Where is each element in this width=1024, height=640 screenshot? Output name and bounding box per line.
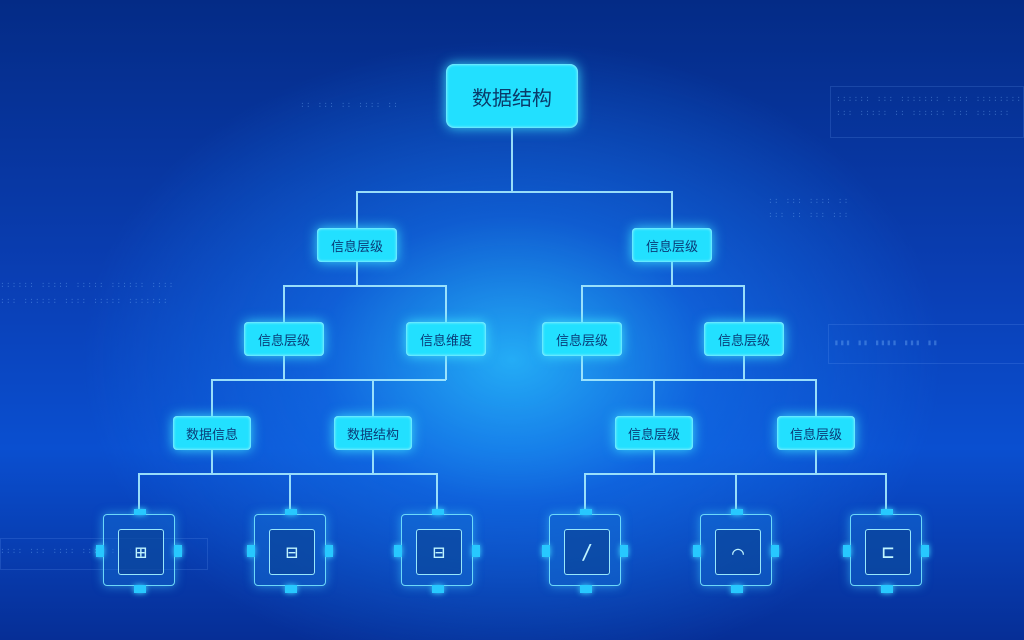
chip-pin (620, 545, 628, 557)
connector-l2-l3 (211, 356, 285, 416)
chip-pin (134, 585, 146, 593)
loop-icon: ⌒ (715, 529, 761, 575)
chip-pin (881, 585, 893, 593)
connector-root-l1 (356, 128, 513, 228)
connector-l2-l3 (212, 379, 374, 416)
level3-node[interactable]: 数据信息 (173, 416, 251, 450)
chip-pin (881, 509, 893, 515)
decorative-panel (828, 324, 1024, 364)
decorative-code: ::: ::::: :: :::::: ::: :::::: (836, 108, 1011, 117)
chip-pin (542, 545, 550, 557)
decorative-code: :::::: ::::: ::::: :::::: :::: (0, 280, 175, 289)
level1-node[interactable]: 信息层级 (317, 228, 397, 262)
chip-pin (771, 545, 779, 557)
decorative-panel (0, 538, 208, 570)
chip-pin (921, 545, 929, 557)
chip-pin (731, 509, 743, 515)
leaf-chip[interactable]: / (542, 509, 628, 593)
chip-pin (134, 509, 146, 515)
decorative-code: :: ::: :: :::: :: (300, 100, 399, 109)
decorative-code: :::::: ::: ::::::: :::: :::::::: (836, 94, 1020, 103)
leaf-chip[interactable]: ⊟ (394, 509, 480, 593)
level2-node[interactable]: 信息层级 (704, 322, 784, 356)
connector-l2-l3 (743, 356, 817, 416)
connector-l2-l3 (581, 356, 655, 416)
decorative-code: :: ::: :::: :: (768, 196, 850, 205)
chip-pin (174, 545, 182, 557)
connector-l3-leaf (815, 450, 887, 514)
connector-l1-l2 (581, 262, 673, 322)
leaf-chip[interactable]: ⊞ (96, 509, 182, 593)
chip-pin (731, 585, 743, 593)
decorative-code: ::: :::::: :::: ::::: ::::::: (0, 296, 169, 305)
connector-root-l1 (512, 191, 673, 228)
chip-pin (394, 545, 402, 557)
minus-box-icon: ⊟ (416, 529, 462, 575)
chip-pin (432, 509, 444, 515)
leaf-chip[interactable]: ⊟ (247, 509, 333, 593)
chip-pin (580, 585, 592, 593)
chip-pin (843, 545, 851, 557)
connector-l1-l2 (283, 262, 358, 322)
level1-node[interactable]: 信息层级 (632, 228, 712, 262)
connector-l1-l2 (582, 285, 745, 322)
level2-node[interactable]: 信息层级 (244, 322, 324, 356)
decorative-code: ▮▮▮ ▮▮ ▮▮▮▮ ▮▮▮ ▮▮ (834, 338, 939, 347)
chip-pin (247, 545, 255, 557)
connector-l3-leaf (138, 450, 213, 514)
level2-node[interactable]: 信息层级 (542, 322, 622, 356)
chip-pin (285, 509, 297, 515)
connector-l3-leaf (584, 450, 655, 514)
grid-glyph-icon: ⊟ (269, 529, 315, 575)
chip-pin (693, 545, 701, 557)
chip-pin (96, 545, 104, 557)
connector-l1-l2 (284, 285, 447, 322)
root-node[interactable]: 数据结构 (446, 64, 578, 128)
connector-l3-leaf (212, 473, 291, 514)
connector-l3-leaf (372, 450, 438, 514)
level3-node[interactable]: 信息层级 (777, 416, 855, 450)
connector-l3-leaf (654, 473, 737, 514)
chip-pin (325, 545, 333, 557)
chip-pin (285, 585, 297, 593)
chip-pin (432, 585, 444, 593)
leaf-chip[interactable]: ⊏ (843, 509, 929, 593)
leaf-chip[interactable]: ⌒ (693, 509, 779, 593)
grid-glyph-icon: ⊞ (118, 529, 164, 575)
level3-node[interactable]: 信息层级 (615, 416, 693, 450)
slash-icon: / (564, 529, 610, 575)
chip-pin (580, 509, 592, 515)
chip-pin (472, 545, 480, 557)
decorative-code: :::: ::: :::: :::: :: ::: (0, 546, 146, 555)
level3-node[interactable]: 数据结构 (334, 416, 412, 450)
decorative-code: ::: :: ::: ::: (768, 210, 850, 219)
corner-box-icon: ⊏ (865, 529, 911, 575)
level2-node[interactable]: 信息维度 (406, 322, 486, 356)
